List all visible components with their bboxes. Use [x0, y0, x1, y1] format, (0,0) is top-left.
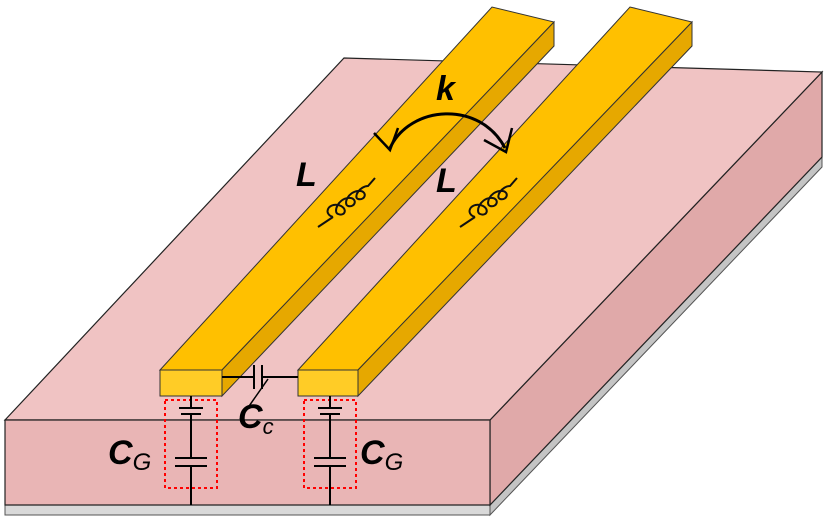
- mutual-coupling-arrow: [373, 112, 514, 154]
- ground-plane-front: [4, 504, 491, 516]
- label-ground-cap-right-main: C: [360, 434, 385, 472]
- right-conductor: [296, 6, 693, 398]
- label-k: k: [436, 70, 457, 108]
- label-coupling-capacitor-sub: c: [263, 414, 274, 439]
- left-conductor-front: [159, 369, 223, 397]
- label-coupling-capacitor-main: C: [238, 398, 263, 436]
- label-coupling-capacitor: Cc: [238, 398, 274, 439]
- right-conductor-front: [297, 369, 359, 397]
- label-ground-cap-left: CG: [108, 434, 151, 476]
- label-ground-cap-right-sub: G: [385, 449, 404, 476]
- inductor-left-symbol: [317, 177, 376, 228]
- inductor-right-symbol: [459, 177, 518, 228]
- substrate-front-face: [4, 419, 491, 506]
- coupling-capacitor: [222, 365, 298, 420]
- label-inductor-right: L: [436, 162, 457, 200]
- label-ground-cap-left-sub: G: [133, 449, 152, 476]
- label-ground-cap-left-main: C: [108, 434, 133, 472]
- ground-capacitor-right: [314, 396, 346, 505]
- left-conductor: [158, 6, 555, 398]
- label-ground-cap-right: CG: [360, 434, 403, 476]
- ground-capacitor-left: [175, 396, 207, 505]
- label-inductor-left: L: [296, 156, 317, 194]
